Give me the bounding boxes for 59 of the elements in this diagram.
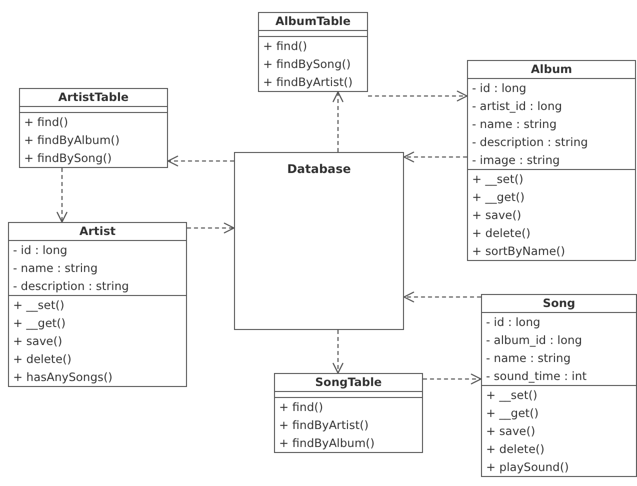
class-name: AlbumTable — [274, 13, 352, 30]
attribute-text: - image : string — [472, 152, 561, 169]
dependency-arrow — [403, 291, 481, 303]
dependency-arrow — [332, 91, 344, 152]
method-text: + findByArtist() — [263, 74, 354, 91]
dependency-arrow — [332, 330, 344, 374]
method-text: + __get() — [486, 405, 540, 422]
class-box — [467, 60, 636, 261]
dependency-arrow — [56, 168, 68, 223]
class-box — [258, 12, 368, 92]
method-text: + findBySong() — [263, 56, 352, 73]
method-text: + findByAlbum() — [279, 435, 376, 452]
class-name: Artist — [78, 223, 117, 240]
method-text: + save() — [486, 423, 536, 440]
method-text: + __set() — [13, 297, 66, 314]
attribute-text: - id : long — [13, 242, 68, 259]
component-name: Database — [286, 161, 352, 178]
class-box — [8, 222, 187, 387]
attribute-text: - name : string — [472, 116, 558, 133]
method-text: + find() — [24, 114, 70, 131]
database-box — [234, 152, 404, 330]
class-name: SongTable — [314, 374, 383, 391]
class-name: Album — [530, 61, 574, 78]
attribute-text: - name : string — [13, 260, 99, 277]
method-text: + delete() — [472, 225, 532, 242]
class-name: Song — [542, 295, 576, 312]
attribute-text: - description : string — [472, 134, 589, 151]
dependency-arrow — [423, 373, 482, 385]
method-text: + find() — [263, 38, 308, 55]
method-text: + sortByName() — [472, 243, 566, 260]
dependency-arrow — [167, 155, 234, 167]
method-text: + __get() — [13, 315, 67, 332]
dependency-arrow — [403, 151, 467, 163]
attribute-text: - id : long — [486, 314, 542, 331]
method-text: + __set() — [472, 171, 524, 188]
class-box — [19, 88, 168, 168]
attribute-text: - album_id : long — [486, 332, 584, 349]
attribute-text: - sound_time : int — [486, 368, 588, 385]
method-text: + __get() — [472, 189, 526, 206]
class-box — [481, 294, 637, 477]
attribute-text: - description : string — [13, 278, 130, 295]
method-text: + __set() — [486, 387, 538, 404]
method-text: + delete() — [486, 441, 546, 458]
method-text: + findByAlbum() — [24, 132, 121, 149]
attribute-text: - name : string — [486, 350, 572, 367]
method-text: + findByArtist() — [279, 417, 370, 434]
class-box — [274, 373, 423, 453]
dependency-arrow — [187, 222, 235, 234]
method-text: + find() — [279, 399, 324, 416]
method-text: + findBySong() — [24, 150, 113, 167]
dependency-arrow — [368, 90, 468, 102]
method-text: + hasAnySongs() — [13, 369, 114, 386]
attribute-text: - artist_id : long — [472, 98, 564, 115]
method-text: + playSound() — [486, 459, 570, 476]
method-text: + delete() — [13, 351, 72, 368]
method-text: + save() — [472, 207, 522, 224]
class-name: ArtistTable — [57, 89, 130, 106]
method-text: + save() — [13, 333, 64, 350]
attribute-text: - id : long — [472, 80, 528, 97]
